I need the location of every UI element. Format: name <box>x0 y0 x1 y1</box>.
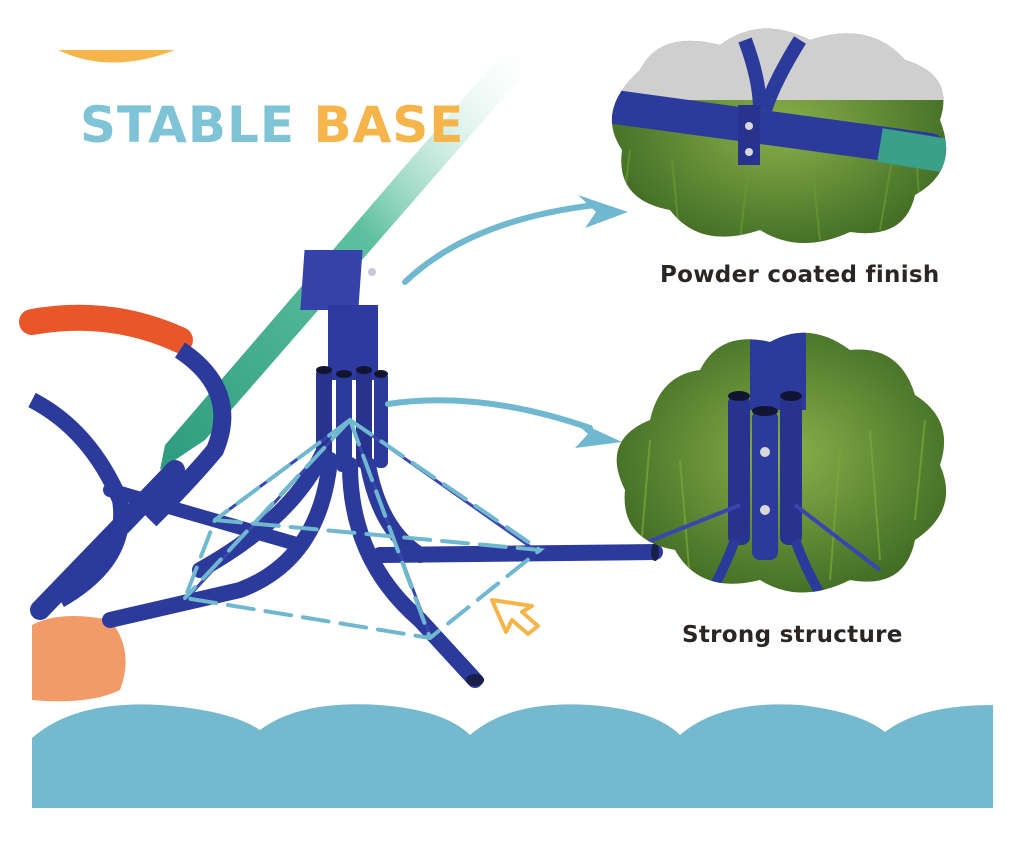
detail-photo-finish <box>611 28 947 244</box>
leg-end-cap <box>466 674 484 686</box>
orange-sun-shape <box>58 50 175 63</box>
curved-arrow-icon <box>578 195 628 228</box>
seat-handle-frame <box>143 342 232 527</box>
curved-arrow-icon <box>402 202 598 285</box>
caption-powder-coated: Powder coated finish <box>660 262 940 288</box>
headline-word-base: BASE <box>313 96 465 154</box>
frame-bar-left <box>30 460 185 620</box>
pointer-arrow-icon <box>490 598 540 636</box>
stability-outline <box>182 418 546 641</box>
headline: STABLE BASE <box>80 100 464 150</box>
frame-bar-end-cap <box>651 543 659 561</box>
orange-seat-pad <box>32 616 126 702</box>
pivot-bolt <box>368 268 376 276</box>
wave-band <box>32 704 993 808</box>
frame-bar-cross <box>103 483 307 552</box>
headline-word-stable: STABLE <box>80 96 296 154</box>
pivot-bracket <box>300 250 363 310</box>
curved-arrow-icon <box>385 397 593 431</box>
detail-photo-structure <box>616 332 947 593</box>
caption-strong-structure: Strong structure <box>682 622 903 648</box>
seat-handle-grip <box>19 304 193 353</box>
curved-arrow-icon <box>570 418 622 448</box>
